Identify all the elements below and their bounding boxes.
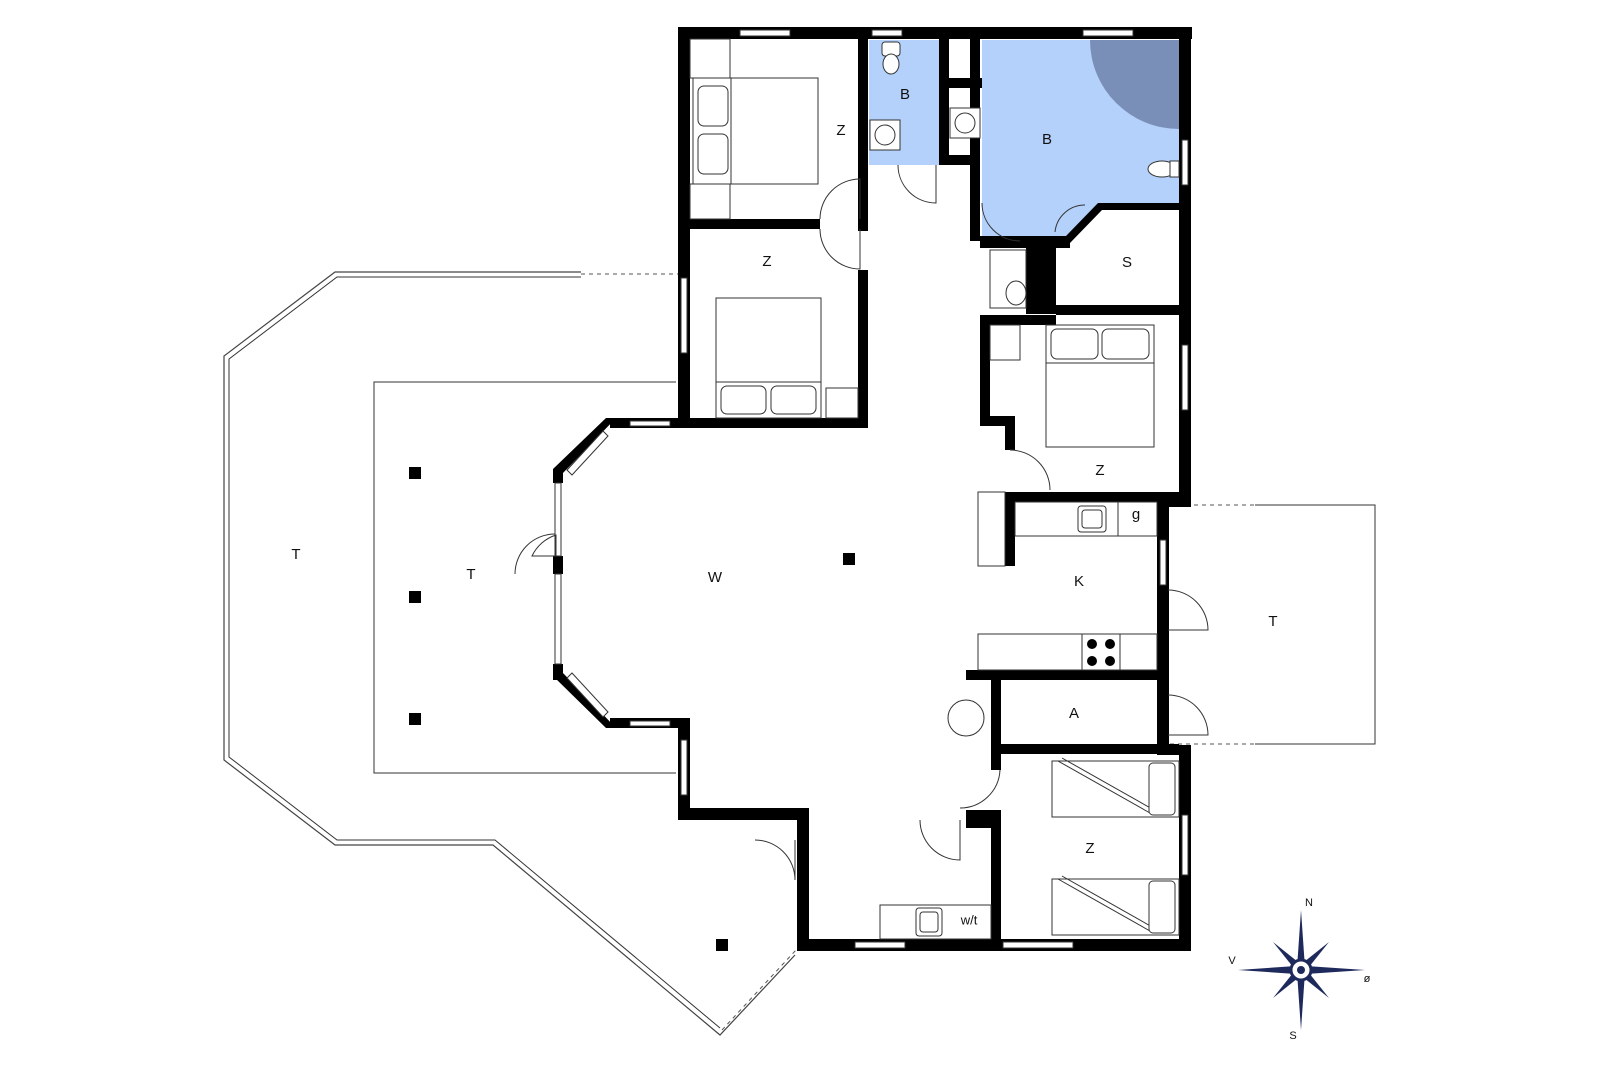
- label-bedroom-w2: Z: [762, 253, 771, 270]
- label-terrace-outer: T: [291, 546, 300, 563]
- label-kitchen: K: [1074, 573, 1084, 590]
- room-labels: Z B B Z S Z W K g A Z w/t T T T: [291, 86, 1277, 927]
- label-bedroom-nw: Z: [836, 122, 845, 139]
- shower-tray: [1090, 40, 1179, 129]
- label-kitchen-g: g: [1132, 506, 1140, 523]
- label-bath-large: B: [1042, 131, 1052, 148]
- label-utility: A: [1069, 705, 1079, 722]
- furniture: [689, 38, 1180, 940]
- label-terrace-east: T: [1268, 613, 1277, 630]
- label-terrace-inner: T: [466, 566, 475, 583]
- label-bedroom-e: Z: [1095, 462, 1104, 479]
- doors: [514, 164, 1209, 881]
- walls: [553, 27, 1192, 951]
- label-wt: w/t: [960, 912, 978, 927]
- terrace-posts: [409, 467, 855, 951]
- terrace-outlines: [223, 271, 1376, 1036]
- bathroom-fills: [869, 40, 1179, 241]
- compass-south: S: [1289, 1030, 1296, 1042]
- windows: [554, 29, 1189, 949]
- label-storage: S: [1122, 254, 1132, 271]
- compass-north: N: [1305, 897, 1313, 909]
- label-bath-small: B: [900, 86, 910, 103]
- label-bedroom-se: Z: [1085, 840, 1094, 857]
- compass-east: ø: [1364, 973, 1371, 985]
- compass-west: V: [1228, 955, 1236, 967]
- label-living: W: [708, 569, 723, 586]
- compass-rose: N S ø V: [1228, 897, 1370, 1042]
